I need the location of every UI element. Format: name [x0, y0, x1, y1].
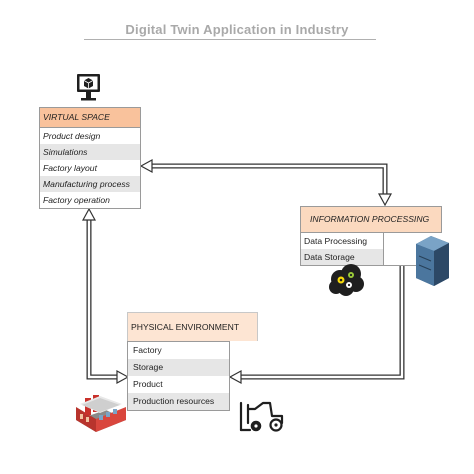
virtual-space-box: VIRTUAL SPACE Product design Simulations…: [39, 107, 141, 209]
information-item-data-processing: Data Processing: [304, 236, 368, 246]
physical-environment-box: PHYSICAL ENVIRONMENT Factory Storage Pro…: [127, 312, 258, 411]
physical-item-product: Product: [133, 379, 163, 389]
virtual-space-item-manufacturing-process: Manufacturing process: [40, 176, 140, 192]
virtual-space-item-factory-layout: Factory layout: [43, 163, 97, 173]
information-item-data-storage: Data Storage: [301, 249, 383, 265]
information-processing-header: INFORMATION PROCESSING: [301, 207, 442, 233]
virtual-space-item-simulations: Simulations: [40, 144, 140, 160]
physical-item-storage: Storage: [128, 359, 229, 376]
virtual-space-item-product-design: Product design: [43, 131, 101, 141]
title-underline: [84, 39, 376, 40]
virtual-space-item-factory-operation: Factory operation: [43, 195, 110, 205]
physical-item-production-resources: Production resources: [128, 393, 229, 410]
physical-environment-header: PHYSICAL ENVIRONMENT: [127, 312, 258, 341]
arrow-virtual-to-information: [139, 158, 393, 207]
virtual-space-header: VIRTUAL SPACE: [40, 108, 140, 128]
information-processing-box: INFORMATION PROCESSING Data Processing D…: [300, 206, 442, 266]
physical-item-factory: Factory: [133, 345, 162, 355]
page-title: Digital Twin Application in Industry: [125, 22, 349, 37]
arrow-physical-to-virtual: [81, 207, 130, 385]
